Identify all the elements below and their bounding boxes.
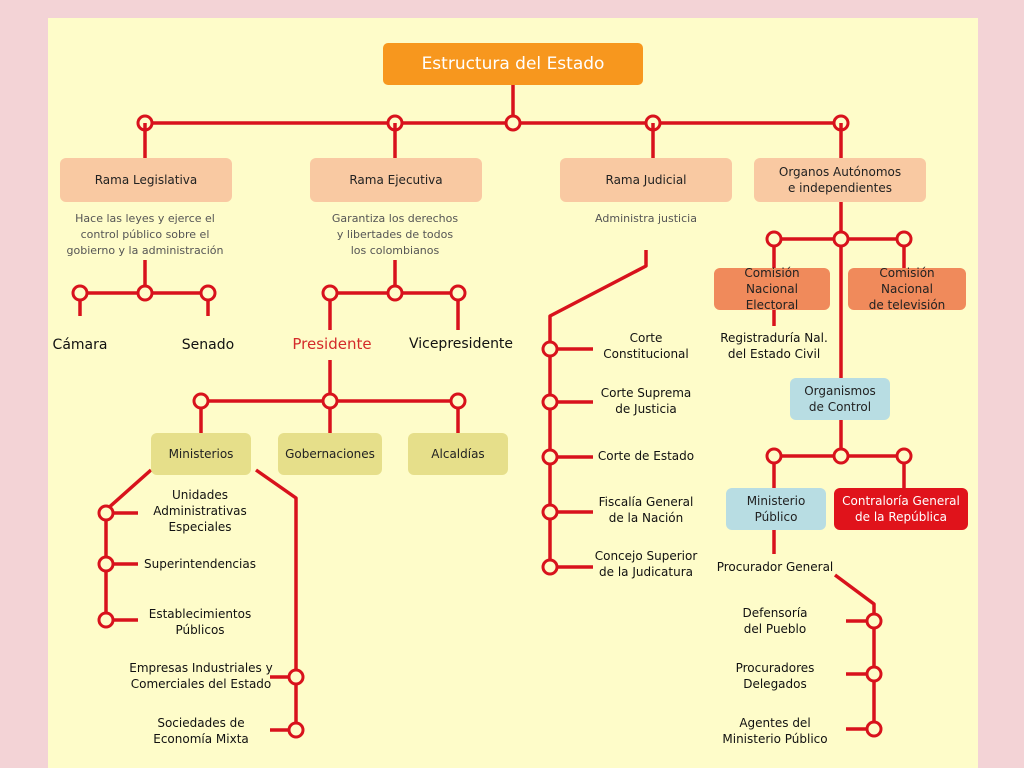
judicial-item-4: Fiscalía General de la Nación (598, 495, 694, 525)
connector-node (541, 393, 559, 411)
judicial-item-1: Corte Constitucional (603, 331, 689, 361)
connector-node (541, 558, 559, 576)
diagram-canvas: Estructura del Estado Rama Legislativa R… (48, 18, 978, 768)
connector-node (449, 392, 467, 410)
connector-line (548, 250, 648, 567)
connector-lines (71, 85, 913, 739)
senado-label: Senado (181, 337, 235, 353)
connector-node (765, 447, 783, 465)
gobernaciones-box: Gobernaciones (278, 433, 382, 475)
ministerios-item-3: Establecimientos Públicos (148, 607, 252, 637)
connector-node (541, 340, 559, 358)
ministerios-box: Ministerios (151, 433, 251, 475)
branch-judicial: Rama Judicial (560, 158, 732, 202)
connector-node (71, 284, 89, 302)
contraloria-box: Contraloría General de la República (834, 488, 968, 530)
connector-node (865, 665, 883, 683)
registraduria-label: Registraduría Nal. del Estado Civil (720, 331, 828, 361)
connector-node (865, 720, 883, 738)
connector-node (449, 284, 467, 302)
connector-node (895, 230, 913, 248)
judicial-item-5: Concejo Superior de la Judicatura (594, 549, 698, 579)
connector-node (97, 555, 115, 573)
judicial-item-3: Corte de Estado (597, 449, 695, 463)
cne-box: Comisión Nacional Electoral (714, 266, 830, 312)
procurador-general-label: Procurador General (716, 560, 834, 574)
alcaldias-item-1: Empresas Industriales y Comerciales del … (129, 661, 273, 691)
ministerios-item-2: Superintendencias (144, 557, 256, 571)
ministerio-publico-box: Ministerio Público (726, 488, 826, 530)
presidente-label: Presidente (292, 335, 372, 353)
judicial-item-2: Corte Suprema de Justicia (600, 386, 692, 416)
ministerios-item-1: Unidades Administrativas Especiales (153, 488, 247, 534)
vicepresidente-label: Vicepresidente (408, 336, 514, 352)
cntv-box: Comisión Nacional de televisión (848, 266, 966, 312)
connector-node (895, 447, 913, 465)
connector-line (833, 573, 876, 729)
connector-node (287, 668, 305, 686)
alcaldias-box: Alcaldías (408, 433, 508, 475)
connector-node (386, 284, 404, 302)
connector-node (136, 284, 154, 302)
alcaldias-item-2: Sociedades de Economía Mixta (153, 716, 249, 746)
connector-node (541, 448, 559, 466)
connector-node (832, 447, 850, 465)
procurador-item-2: Procuradores Delegados (735, 661, 815, 691)
connector-node (832, 230, 850, 248)
legislativa-description: Hace las leyes y ejerce el control públi… (66, 212, 224, 257)
connector-node (504, 114, 522, 132)
connector-node (97, 611, 115, 629)
connector-node (865, 612, 883, 630)
connector-node (321, 392, 339, 410)
connector-line (254, 468, 298, 730)
connector-node (541, 503, 559, 521)
connector-node (321, 284, 339, 302)
procurador-item-1: Defensoría del Pueblo (742, 606, 808, 636)
connector-node (192, 392, 210, 410)
judicial-description: Administra justicia (595, 212, 697, 225)
branch-legislativa: Rama Legislativa (60, 158, 232, 202)
camara-label: Cámara (52, 337, 108, 353)
organismos-control-box: Organismos de Control (790, 378, 890, 420)
ejecutiva-description: Garantiza los derechos y libertades de t… (331, 212, 459, 257)
connector-node (765, 230, 783, 248)
procurador-item-3: Agentes del Ministerio Público (722, 716, 828, 746)
title-box: Estructura del Estado (383, 43, 643, 85)
branch-ejecutiva: Rama Ejecutiva (310, 158, 482, 202)
connector-node (287, 721, 305, 739)
connector-node (97, 504, 115, 522)
connector-line (104, 468, 153, 620)
connector-node (199, 284, 217, 302)
branch-autonomos: Organos Autónomos e independientes (754, 158, 926, 202)
